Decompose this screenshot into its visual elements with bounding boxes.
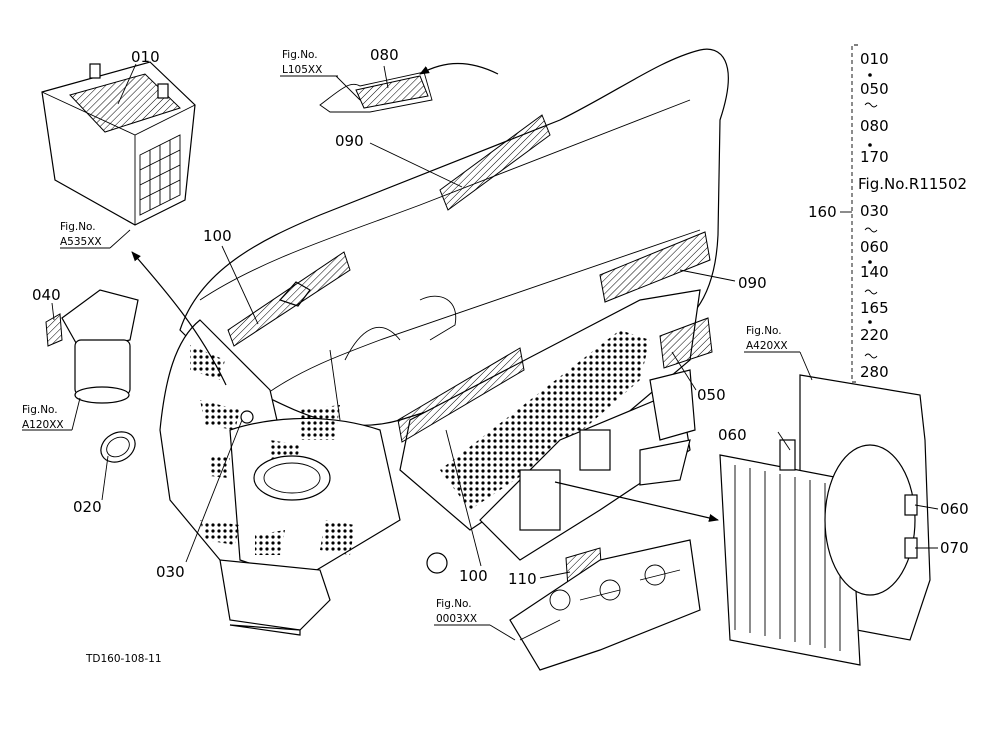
callout-060-right: 060 <box>940 500 969 518</box>
range-item-4: Fig.No.R11502 <box>858 175 967 193</box>
fig-ref-a535-code: A535XX <box>60 236 102 248</box>
callout-090-top: 090 <box>335 132 364 150</box>
battery <box>41 61 196 226</box>
callout-110: 110 <box>508 570 537 588</box>
fig-ref-a420-label: Fig.No. <box>746 325 782 337</box>
callout-060-left: 060 <box>718 426 747 444</box>
fig-ref-a535-label: Fig.No. <box>60 221 96 233</box>
arrow-decal-080 <box>419 62 499 75</box>
arrow-radiator <box>554 481 719 522</box>
arrow-battery <box>131 251 227 386</box>
callout-080: 080 <box>370 46 399 64</box>
callout-070: 070 <box>940 539 969 557</box>
range-item-1: 050 <box>860 80 889 98</box>
radiator <box>719 374 931 666</box>
decal-080 <box>355 75 429 109</box>
callout-040: 040 <box>32 286 61 304</box>
fig-ref-a120-code: A120XX <box>22 419 64 431</box>
cylinder-head <box>509 539 701 671</box>
range-item-2: 080 <box>860 117 889 135</box>
decal-100-side <box>397 347 525 443</box>
callout-050: 050 <box>697 386 726 404</box>
decal-090-top <box>439 114 551 211</box>
range-bracket <box>851 44 858 383</box>
decal-090-side <box>599 231 711 303</box>
range-separators <box>864 73 878 359</box>
callout-100-side: 100 <box>459 567 488 585</box>
range-item-6: 060 <box>860 238 889 256</box>
range-item-0: 010 <box>860 50 889 68</box>
decal-100-hood <box>227 251 351 347</box>
fig-ref-0003-code: 0003XX <box>436 613 477 625</box>
callout-100-hood: 100 <box>203 227 232 245</box>
callout-090-side: 090 <box>738 274 767 292</box>
range-item-7: 140 <box>860 263 889 281</box>
range-item-10: 280 <box>860 363 889 381</box>
fig-ref-l105-label: Fig.No. <box>282 49 318 61</box>
range-item-9: 220 <box>860 326 889 344</box>
fig-ref-a420-code: A420XX <box>746 340 788 352</box>
fig-ref-a120-label: Fig.No. <box>22 404 58 416</box>
engine <box>479 369 696 561</box>
callout-010: 010 <box>131 48 160 66</box>
fig-ref-l105-code: L105XX <box>282 64 322 76</box>
fuel-filter <box>45 289 139 404</box>
lower-chassis <box>219 559 331 636</box>
emblem <box>100 431 136 463</box>
callout-160: 160 <box>808 203 837 221</box>
range-item-8: 165 <box>860 299 889 317</box>
callout-030: 030 <box>156 563 185 581</box>
range-item-3: 170 <box>860 148 889 166</box>
drawing-code: TD160-108-11 <box>85 653 162 665</box>
range-item-5: 030 <box>860 202 889 220</box>
fig-ref-0003-label: Fig.No. <box>436 598 472 610</box>
callout-020: 020 <box>73 498 102 516</box>
decal-050 <box>659 317 713 369</box>
